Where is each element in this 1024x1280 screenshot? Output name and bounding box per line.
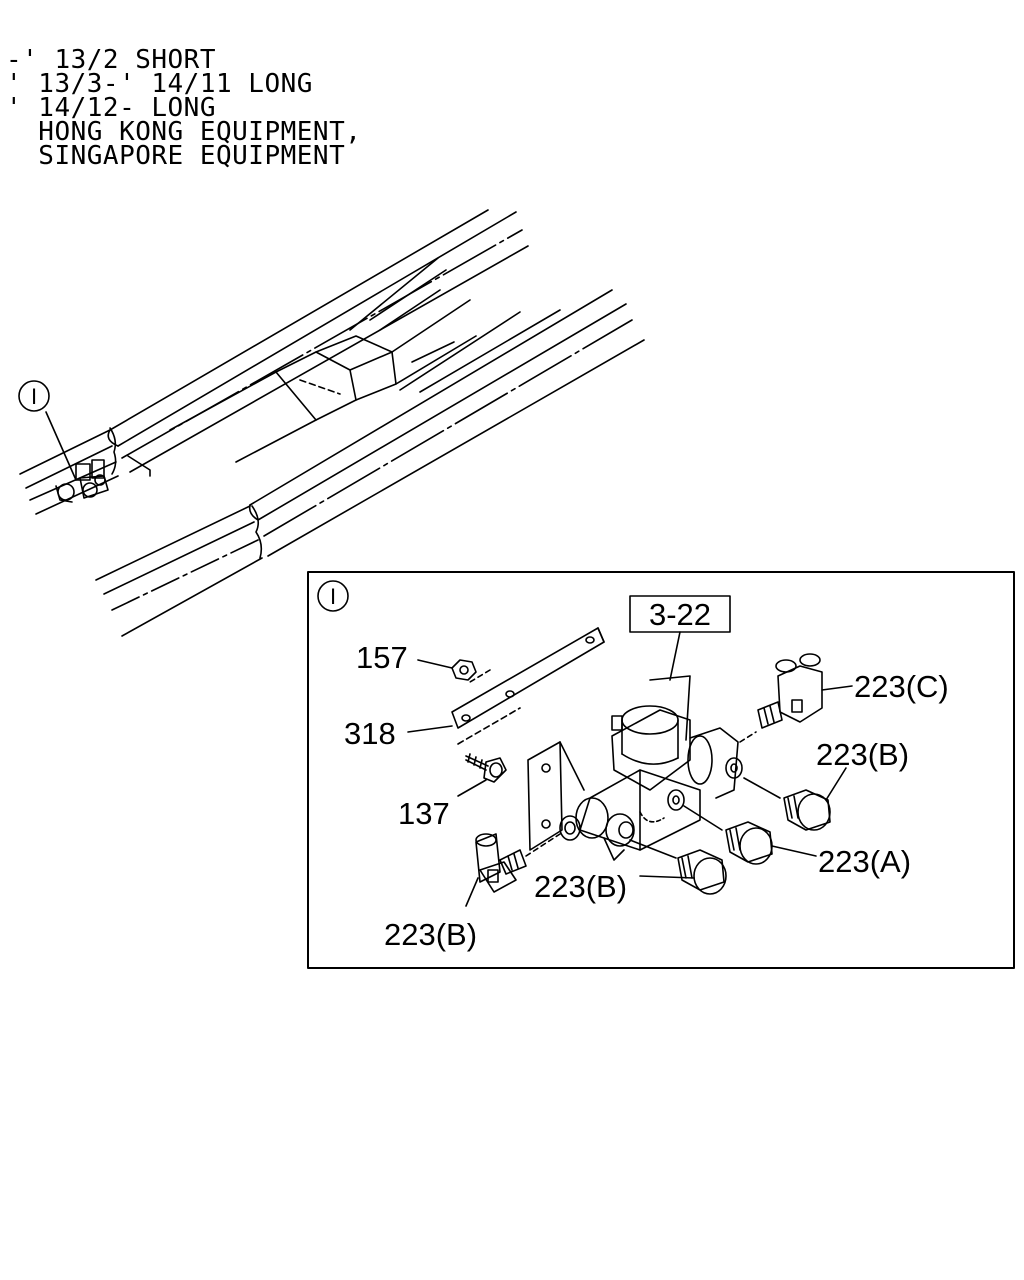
detail-marker-label: I [330, 584, 336, 609]
callout-223B-mid: 223(B) [534, 869, 627, 904]
leader-lines [407, 659, 853, 907]
callout-318: 318 [344, 716, 396, 751]
callout-223A: 223(A) [818, 844, 911, 879]
valve-location-on-frame [45, 411, 109, 503]
note-line: -' 13/2 SHORT [6, 45, 216, 75]
callout-137: 137 [398, 796, 450, 831]
reference-label: 3-22 [649, 597, 711, 632]
nut-part [451, 659, 477, 681]
connector-223B-mid-part [629, 839, 727, 895]
chassis-frame-drawing [19, 209, 645, 637]
note-line: SINGAPORE EQUIPMENT [6, 141, 346, 171]
note-line: ' 14/12- LONG [6, 93, 216, 123]
connector-223B-right-part [743, 777, 831, 831]
detail-frame [307, 571, 1015, 969]
mounting-bracket-part [527, 741, 585, 851]
connector-223A-part [683, 805, 773, 865]
callout-223C: 223(C) [854, 669, 949, 704]
note-line: HONG KONG EQUIPMENT, [6, 117, 362, 147]
callout-157: 157 [356, 640, 408, 675]
callout-223B-bottom: 223(B) [384, 917, 477, 952]
overview-detail-marker [18, 380, 50, 412]
detail-marker [317, 580, 349, 612]
connector-223B-bottom-part [475, 833, 561, 893]
overview-marker-label: I [31, 384, 37, 409]
bracket-plate-part [451, 627, 605, 745]
bolt-part [465, 753, 507, 783]
note-line: ' 13/3-' 14/11 LONG [6, 69, 313, 99]
applicability-notes: -' 13/2 SHORT ' 13/3-' 14/11 LONG ' 14/1… [6, 45, 362, 171]
callout-223B-right: 223(B) [816, 737, 909, 772]
valve-body-part [559, 675, 743, 861]
connector-223C-part [739, 653, 823, 743]
